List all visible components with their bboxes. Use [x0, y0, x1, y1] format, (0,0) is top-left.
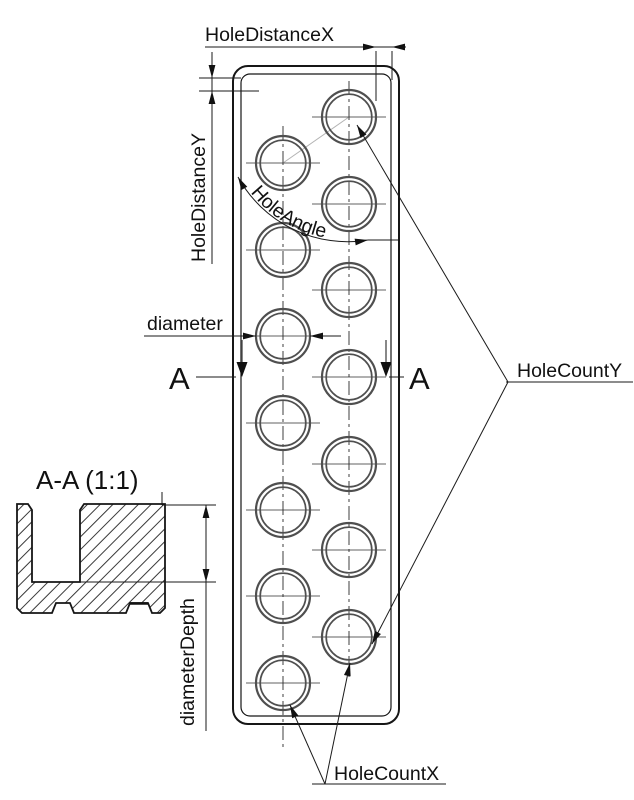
- column-centerlines: [282, 81, 350, 748]
- hole: [246, 394, 320, 452]
- dimension-hole-distance-x: HoleDistanceX: [205, 24, 406, 101]
- callout-hole-count-x: HoleCountX: [289, 662, 446, 785]
- hole: [312, 435, 386, 493]
- section-cut-marks: A A: [169, 340, 430, 396]
- section-view-title: A-A (1:1): [36, 465, 139, 495]
- hole: [312, 348, 386, 406]
- section-letter-left: A: [169, 361, 190, 396]
- hole: [312, 521, 386, 579]
- hole-count-x-label: HoleCountX: [334, 763, 439, 785]
- section-letter-right: A: [409, 361, 430, 396]
- hole: [246, 567, 320, 625]
- hole-angle-reference-line: [282, 116, 350, 164]
- hole-distance-y-label: HoleDistanceY: [188, 133, 210, 262]
- hole: [312, 88, 386, 146]
- dimension-diameter: diameter: [144, 313, 341, 340]
- hole: [312, 261, 386, 319]
- diameter-depth-label: diameterDepth: [177, 598, 199, 726]
- diameter-label: diameter: [147, 313, 223, 335]
- hole: [312, 175, 386, 233]
- plate-outer-edge: [232, 65, 400, 725]
- hole: [246, 221, 320, 279]
- hole: [246, 481, 320, 539]
- hole: [246, 654, 320, 712]
- section-profile: [16, 503, 166, 614]
- plate-front-view: [232, 65, 400, 725]
- dimension-diameter-depth: diameterDepth: [80, 492, 216, 731]
- hole-distance-x-label: HoleDistanceX: [205, 24, 334, 46]
- hole-count-y-label: HoleCountY: [517, 360, 622, 382]
- dimension-hole-distance-y: HoleDistanceY: [188, 52, 259, 264]
- hole: [246, 134, 320, 192]
- section-view: A-A (1:1) diameterDepth: [16, 465, 216, 731]
- callout-hole-count-y: HoleCountY: [356, 124, 633, 645]
- plate-inner-edge: [240, 73, 392, 717]
